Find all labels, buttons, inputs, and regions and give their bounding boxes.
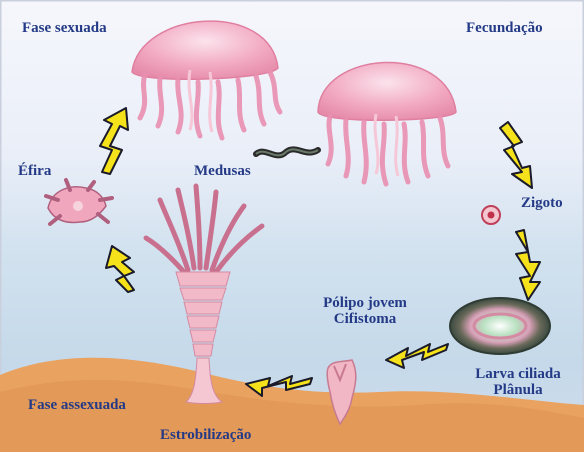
label-polipo-line2: Cifistoma xyxy=(300,312,430,328)
label-polipo-line1: Pólipo jovem xyxy=(300,296,430,312)
label-efira: Éfira xyxy=(18,164,51,180)
label-fase-sexuada: Fase sexuada xyxy=(22,21,107,37)
label-larva-ciliada: Larva ciliada Plânula xyxy=(454,367,582,399)
label-fecundacao: Fecundação xyxy=(466,21,543,37)
label-larva-line2: Plânula xyxy=(454,383,582,399)
sperm-icon xyxy=(256,149,318,155)
label-larva-line1: Larva ciliada xyxy=(454,367,582,383)
label-fase-assexuada: Fase assexuada xyxy=(28,398,126,414)
label-zigoto: Zigoto xyxy=(521,196,563,212)
planula-icon xyxy=(450,298,550,354)
label-medusas: Medusas xyxy=(194,164,251,180)
label-polipo-jovem: Pólipo jovem Cifistoma xyxy=(300,296,430,328)
zygote-icon xyxy=(482,206,500,224)
label-estrobilizacao: Estrobilização xyxy=(160,428,251,444)
